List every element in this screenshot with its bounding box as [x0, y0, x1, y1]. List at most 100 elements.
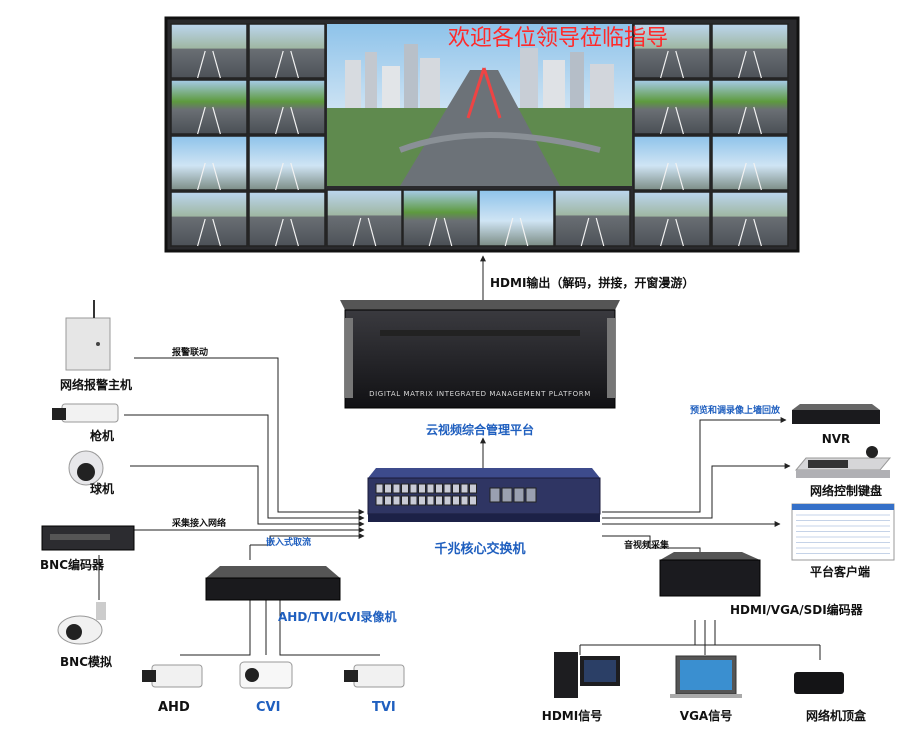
- video-tile: [711, 135, 789, 191]
- lane-marking: [660, 50, 684, 79]
- banner-text: 欢迎各位领导莅临指导: [448, 26, 668, 51]
- cvi-camera-device: [239, 661, 293, 689]
- video-wall: 欢迎各位领导莅临指导: [164, 16, 800, 253]
- control-keyboard-device: [794, 446, 892, 478]
- nvr-label: NVR: [822, 432, 851, 446]
- switch-port: [409, 483, 418, 494]
- video-tile: [326, 189, 403, 247]
- sfp-port: [525, 487, 537, 503]
- laptop-device: [670, 655, 742, 698]
- video-tile: [248, 191, 326, 247]
- switch-port: [426, 495, 435, 506]
- dome-camera-device: [68, 450, 104, 486]
- switch-port: [418, 483, 426, 494]
- switch-port: [435, 483, 443, 494]
- alarm-link-label: 报警联动: [172, 346, 208, 358]
- client-label: 平台客户端: [810, 564, 870, 579]
- bnc-encoder-label: BNC编码器: [40, 557, 105, 572]
- video-tile: [633, 23, 711, 79]
- tvi-camera-device: [344, 664, 405, 688]
- ahd-camera-device: [142, 664, 203, 688]
- sfp-port: [501, 487, 513, 503]
- ahd-label: AHD: [158, 700, 190, 715]
- collect-access-label: 采集接入网络: [171, 517, 226, 529]
- switch-port: [392, 483, 401, 494]
- switch-port: [469, 483, 477, 494]
- lane-marking: [275, 218, 299, 247]
- keyboard-label: 网络控制键盘: [810, 483, 882, 498]
- lane-marking: [580, 217, 605, 247]
- bnc-encoder-device: [41, 525, 135, 551]
- switch-port: [443, 483, 452, 494]
- lane-marking: [197, 218, 221, 247]
- connection-lines: [98, 255, 821, 660]
- tvi-label: TVI: [372, 700, 396, 715]
- lane-marking: [738, 162, 762, 191]
- lane-marking: [275, 162, 299, 191]
- switch-port: [384, 483, 392, 494]
- video-tile: [170, 23, 248, 79]
- video-tile: [711, 79, 789, 135]
- sfp-port: [489, 487, 501, 503]
- encoder-label: HDMI/VGA/SDI编码器: [730, 602, 864, 617]
- switch-port: [384, 495, 392, 506]
- switch-port: [469, 495, 477, 506]
- lane-marking: [504, 217, 529, 247]
- video-tile: [711, 23, 789, 79]
- switch-label: 千兆核心交换机: [434, 541, 525, 557]
- switch-port: [435, 495, 443, 506]
- video-tile: [402, 189, 479, 247]
- lane-marking: [660, 106, 684, 135]
- settop-label: 网络机顶盒: [806, 708, 867, 723]
- switch-port: [409, 495, 418, 506]
- switch-port: [401, 495, 409, 506]
- matrix-label: DIGITAL MATRIX INTEGRATED MANAGEMENT PLA…: [369, 390, 591, 398]
- switch-port: [418, 495, 426, 506]
- city-panorama: 欢迎各位领导莅临指导: [327, 24, 668, 186]
- settop-box-device: [794, 672, 844, 694]
- video-tile: [248, 135, 326, 191]
- sfp-port: [513, 487, 525, 503]
- nvr-device: [792, 404, 880, 424]
- hdmi-encoder-device: [659, 552, 761, 597]
- core-switch-device: [367, 468, 601, 522]
- lane-marking: [660, 162, 684, 191]
- video-tile: [478, 189, 555, 247]
- lane-marking: [197, 50, 221, 79]
- switch-port: [452, 495, 460, 506]
- alarm-host-device: [65, 300, 111, 371]
- embedded-stream-label: 嵌入式取流: [266, 536, 311, 548]
- switch-port: [401, 483, 409, 494]
- lane-marking: [352, 217, 377, 247]
- cvi-label: CVI: [256, 700, 280, 715]
- video-tile: [248, 23, 326, 79]
- lane-marking: [275, 106, 299, 135]
- switch-port: [375, 495, 384, 506]
- switch-port: [460, 495, 469, 506]
- video-tile: [170, 79, 248, 135]
- pc-device: [554, 652, 620, 698]
- dvr-device: [205, 566, 341, 601]
- video-tile: [554, 189, 631, 247]
- platform-client-screen: [791, 503, 895, 561]
- matrix-platform-device: DIGITAL MATRIX INTEGRATED MANAGEMENT PLA…: [340, 300, 620, 409]
- lane-marking: [428, 217, 453, 247]
- dvr-label: AHD/TVI/CVI录像机: [278, 609, 397, 624]
- video-tile: [170, 191, 248, 247]
- lane-marking: [197, 106, 221, 135]
- video-tile: [248, 79, 326, 135]
- switch-port: [443, 495, 452, 506]
- video-tile: [633, 79, 711, 135]
- bnc-analog-camera-device: [57, 602, 106, 645]
- hdmi-output-label: HDMI输出（解码，拼接，开窗漫游）: [490, 275, 694, 290]
- lane-marking: [275, 50, 299, 79]
- bnc-analog-label: BNC模拟: [60, 654, 112, 669]
- video-tile: [170, 135, 248, 191]
- switch-port: [375, 483, 384, 494]
- av-collect-label: 音视频采集: [624, 539, 670, 551]
- gun-camera-device: [52, 403, 119, 423]
- lane-marking: [197, 162, 221, 191]
- alarm-host-label: 网络报警主机: [60, 377, 132, 392]
- switch-port: [460, 483, 469, 494]
